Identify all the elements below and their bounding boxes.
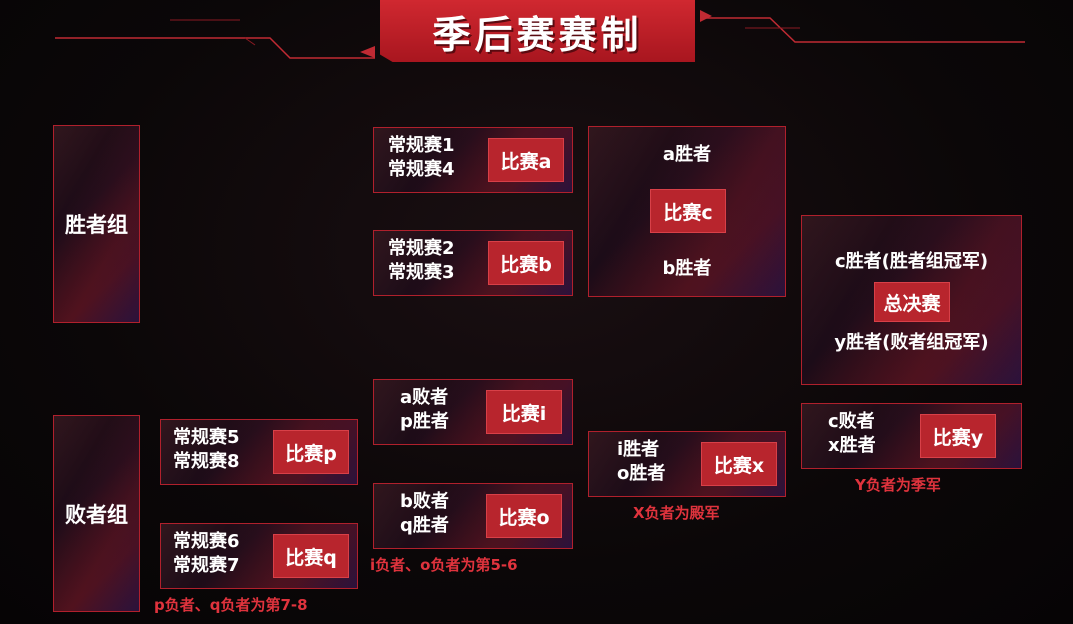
match-q-card: 常规赛6 常规赛7 比赛q	[160, 523, 358, 589]
match-a-team2: 常规赛4	[388, 159, 455, 180]
match-y-team1: c败者	[828, 411, 875, 432]
final-card: c胜者(胜者组冠军) 总决赛 y胜者(败者组冠军)	[801, 215, 1022, 385]
header-decoration	[55, 10, 1025, 59]
match-o-badge: 比赛o	[486, 494, 562, 538]
match-b-team1: 常规赛2	[388, 238, 455, 259]
match-o-team2: q胜者	[400, 515, 449, 536]
match-i-card: a败者 p胜者 比赛i	[373, 379, 573, 445]
match-b-card: 常规赛2 常规赛3 比赛b	[373, 230, 573, 296]
match-p-team2: 常规赛8	[173, 451, 240, 472]
match-x-team2: o胜者	[617, 463, 666, 484]
winners-group-panel: 胜者组	[53, 125, 140, 323]
match-a-team1: 常规赛1	[388, 135, 455, 156]
match-o-card: b败者 q胜者 比赛o	[373, 483, 573, 549]
losers-group-label: 败者组	[65, 502, 128, 527]
match-a-card: 常规赛1 常规赛4 比赛a	[373, 127, 573, 193]
match-y-team2: x胜者	[828, 435, 876, 456]
match-y-badge: 比赛y	[920, 414, 996, 458]
match-i-team2: p胜者	[400, 411, 449, 432]
note-io: i负者、o负者为第5-6	[370, 556, 518, 574]
match-a-badge: 比赛a	[488, 138, 564, 182]
title-banner: 季后赛赛制	[380, 0, 695, 62]
final-team2: y胜者(败者组冠军)	[834, 332, 989, 353]
final-badge: 总决赛	[874, 282, 950, 322]
note-pq: p负者、q负者为第7-8	[154, 596, 308, 614]
match-i-team1: a败者	[400, 387, 449, 408]
note-x: X负者为殿军	[633, 504, 720, 522]
match-q-team1: 常规赛6	[173, 531, 240, 552]
match-b-badge: 比赛b	[488, 241, 564, 285]
final-team1: c胜者(胜者组冠军)	[834, 251, 989, 272]
match-p-badge: 比赛p	[273, 430, 349, 474]
match-x-badge: 比赛x	[701, 442, 777, 486]
match-y-card: c败者 x胜者 比赛y	[801, 403, 1022, 469]
note-y: Y负者为季军	[855, 476, 941, 494]
match-o-team1: b败者	[400, 491, 449, 512]
match-p-team1: 常规赛5	[173, 427, 240, 448]
page-title: 季后赛赛制	[432, 12, 643, 57]
match-b-team2: 常规赛3	[388, 262, 455, 283]
losers-group-panel: 败者组	[53, 415, 140, 612]
match-x-card: i胜者 o胜者 比赛x	[588, 431, 786, 497]
match-q-badge: 比赛q	[273, 534, 349, 578]
match-i-badge: 比赛i	[486, 390, 562, 434]
match-c-badge: 比赛c	[650, 189, 726, 233]
match-c-team2: b胜者	[662, 258, 712, 279]
winners-group-label: 胜者组	[65, 213, 128, 237]
match-x-team1: i胜者	[617, 439, 660, 460]
match-c-team1: a胜者	[662, 144, 712, 165]
match-q-team2: 常规赛7	[173, 555, 240, 576]
match-c-card: a胜者 比赛c b胜者	[588, 126, 786, 297]
match-p-card: 常规赛5 常规赛8 比赛p	[160, 419, 358, 485]
